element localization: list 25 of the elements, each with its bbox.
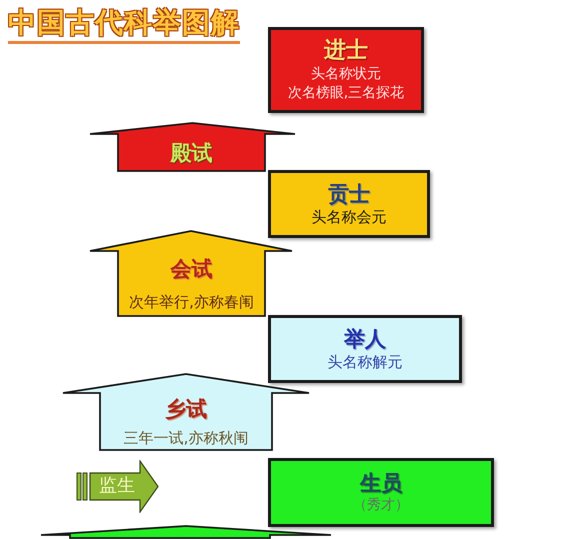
stage-note: 次年举行,亦称春闱 (129, 292, 254, 312)
stage-title: 会试 (170, 256, 212, 282)
stage-note: 头名称解元 (328, 352, 402, 372)
stage-title: 贡士 (328, 180, 370, 207)
up-arrow-shape (89, 122, 296, 172)
stage-title: 乡试 (165, 396, 207, 422)
stage-title: 殿试 (170, 140, 212, 166)
stage-title: 生员 (360, 470, 402, 496)
up-arrow-shape (62, 373, 310, 451)
stage-note: 三年一试,亦称秋闱 (124, 428, 248, 448)
stage-note: 头名称状元 (311, 64, 381, 84)
up-arrow-shape (40, 525, 332, 539)
stage-title: 举人 (344, 326, 386, 352)
up-arrow-shape (89, 230, 293, 317)
diagram-title: 中国古代科举图解 (8, 6, 240, 44)
stage-title: 监生 (99, 475, 135, 498)
stage-note: 头名称会元 (312, 206, 386, 228)
rank-box (268, 27, 424, 113)
rank-box (268, 170, 430, 238)
rank-box (268, 458, 494, 527)
right-arrow-shape (76, 460, 159, 513)
rank-box (268, 315, 462, 383)
stage-note: （秀才） (353, 496, 409, 515)
stage-title: 进士 (324, 37, 368, 64)
stage-note: 次名榜眼,三名探花 (288, 84, 404, 103)
